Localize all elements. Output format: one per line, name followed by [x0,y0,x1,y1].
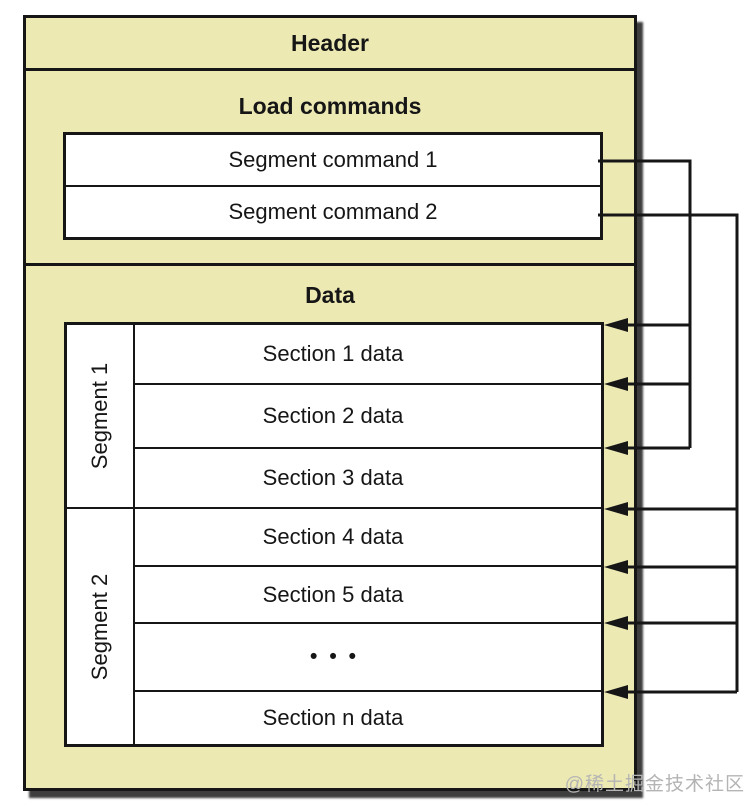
load-commands-label: Load commands [238,92,422,119]
section-n-data-row: Section n data [135,690,601,744]
watermark: @稀土掘金技术社区 [564,774,745,795]
header-label: Header [291,29,369,56]
load-commands-title: Load commands [26,92,634,120]
section-3-data-row: Section 3 data [135,447,601,507]
segments-table: Segment 1 Segment 2 Section 1 data Secti… [64,322,604,747]
section-4-data-row: Section 4 data [135,507,601,565]
segment-1-label: Segment 1 [87,362,112,470]
segment-2-label-cell: Segment 2 [67,507,135,744]
load-commands-data-divider [26,263,634,266]
segment-1-label-cell: Segment 1 [67,325,135,507]
section-5-data-row: Section 5 data [135,565,601,622]
data-title: Data [26,281,634,309]
ellipsis-row: ••• [135,622,601,690]
section-2-data-row: Section 2 data [135,383,601,447]
segment-command-2-row: Segment command 2 [66,185,600,237]
segment-command-1-row: Segment command 1 [228,147,438,172]
file-box: Header Load commands Segment command 1 S… [23,15,637,791]
section-1-data-row: Section 1 data [262,341,404,366]
header-band: Header [26,18,634,71]
data-label: Data [305,281,355,308]
segment-commands-box: Segment command 1 Segment command 2 [63,132,603,240]
segment-2-label: Segment 2 [87,573,112,680]
